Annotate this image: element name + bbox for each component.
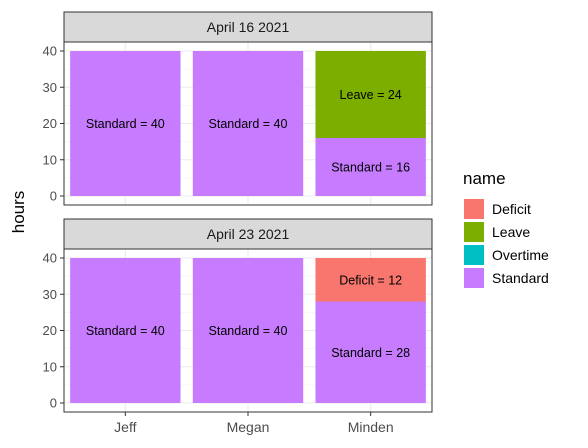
y-tick-label: 40 [43, 251, 57, 266]
y-tick-label: 30 [43, 287, 57, 302]
bar-segment-standard [315, 138, 426, 196]
bar-segment-standard [192, 258, 304, 403]
y-tick-label: 10 [43, 152, 57, 167]
y-tick-label: 20 [43, 116, 57, 131]
bar-segment-leave [315, 51, 426, 138]
y-tick-label: 10 [43, 359, 57, 374]
y-tick-label: 40 [43, 44, 57, 59]
legend-label-leave: Leave [492, 224, 530, 240]
bar-segment-standard [70, 258, 181, 403]
facet-strip-label: April 23 2021 [207, 226, 290, 242]
y-tick-label: 30 [43, 80, 57, 95]
facet-strip [63, 218, 433, 250]
legend-label-deficit: Deficit [492, 201, 531, 217]
x-tick-label: Megan [227, 419, 270, 435]
legend-key-overtime [464, 245, 484, 265]
legend-label-overtime: Overtime [492, 247, 549, 263]
bar-data-label: Standard = 40 [209, 117, 288, 131]
y-tick-label: 0 [50, 189, 57, 204]
bar-segment-deficit [315, 258, 426, 302]
bar-segment-standard [192, 51, 304, 196]
bar-segment-standard [70, 51, 181, 196]
y-tick-label: 0 [50, 396, 57, 411]
bar-data-label: Deficit = 12 [339, 273, 402, 287]
bar-data-label: Standard = 28 [331, 346, 410, 360]
facet-strip [63, 11, 433, 43]
bar-data-label: Standard = 16 [331, 161, 410, 175]
bar-data-label: Standard = 40 [209, 324, 288, 338]
facet-strip-label: April 16 2021 [207, 19, 290, 35]
bar-segment-standard [315, 301, 426, 403]
legend-label-standard: Standard [492, 270, 549, 286]
x-tick-label: Jeff [114, 419, 136, 435]
x-tick-label: Minden [348, 419, 394, 435]
bar-data-label: Leave = 24 [340, 88, 402, 102]
y-axis-title: hours [9, 191, 28, 234]
legend-key-deficit [464, 199, 484, 219]
bar-data-label: Standard = 40 [86, 324, 165, 338]
y-tick-label: 20 [43, 323, 57, 338]
bar-data-label: Standard = 40 [86, 117, 165, 131]
legend-key-leave [464, 222, 484, 242]
legend-key-standard [464, 268, 484, 288]
legend-title: name [463, 169, 506, 188]
